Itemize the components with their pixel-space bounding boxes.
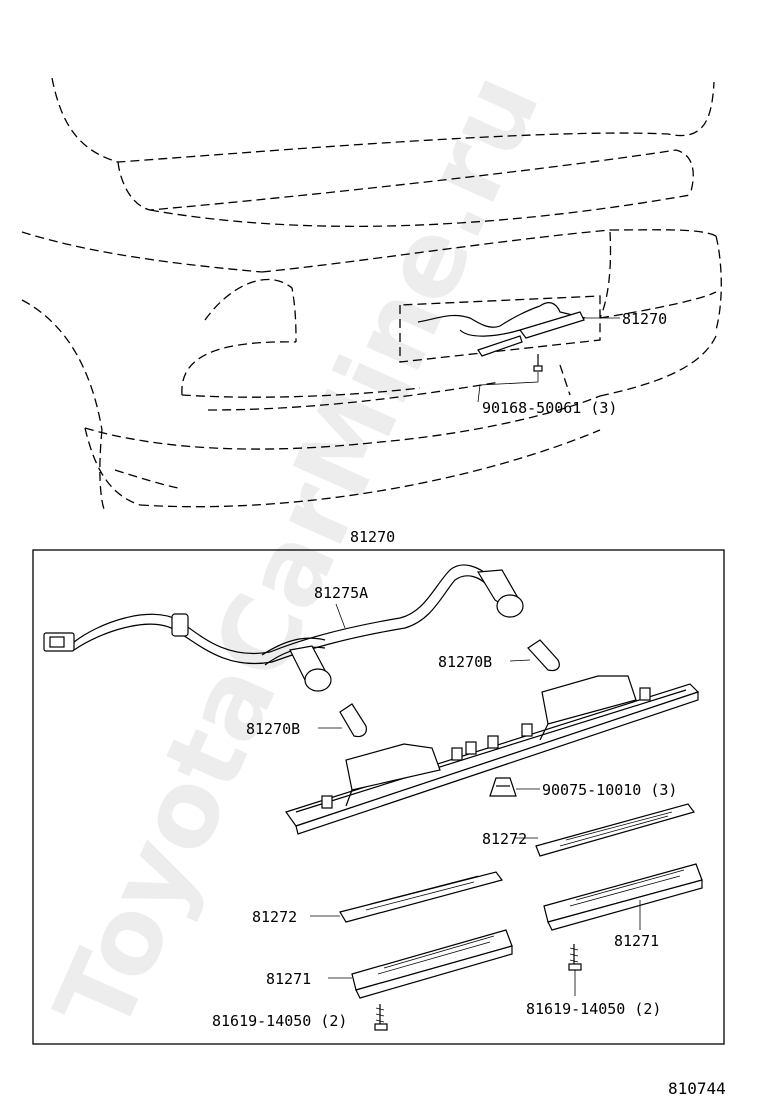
overview-assembly-label: 81270 [622, 310, 667, 328]
screw-right [568, 944, 582, 996]
label-screw-left: 81619-14050 (2) [212, 1012, 347, 1030]
housing-left [328, 929, 513, 999]
label-housing-left: 81271 [266, 970, 311, 988]
clip-part [489, 777, 540, 797]
detail-box-frame [32, 549, 725, 1045]
bulb-right [509, 639, 560, 672]
label-harness: 81275A [314, 584, 368, 602]
bulb-left [318, 703, 367, 738]
watermark-text: ToyotaCarMine.ru [31, 56, 563, 1050]
label-lens-left: 81272 [252, 908, 297, 926]
label-lens-right: 81272 [482, 830, 527, 848]
lamp-housing-bar [285, 675, 700, 835]
lens-right [515, 803, 696, 857]
lens-left [310, 871, 504, 923]
detail-box-title: 81270 [350, 528, 395, 546]
label-clip: 90075-10010 (3) [542, 781, 677, 799]
wire-harness-81275A [43, 564, 524, 692]
label-bulb-right: 81270B [438, 653, 492, 671]
overview-screw-label: 90168-50061 (3) [482, 399, 617, 417]
label-screw-right: 81619-14050 (2) [526, 1000, 661, 1018]
housing-right [543, 863, 703, 931]
screw-left [374, 1004, 388, 1031]
label-housing-right: 81271 [614, 932, 659, 950]
car-rear-overview [21, 77, 722, 513]
label-bulb-left: 81270B [246, 720, 300, 738]
diagram-ref-number: 810744 [668, 1079, 726, 1098]
